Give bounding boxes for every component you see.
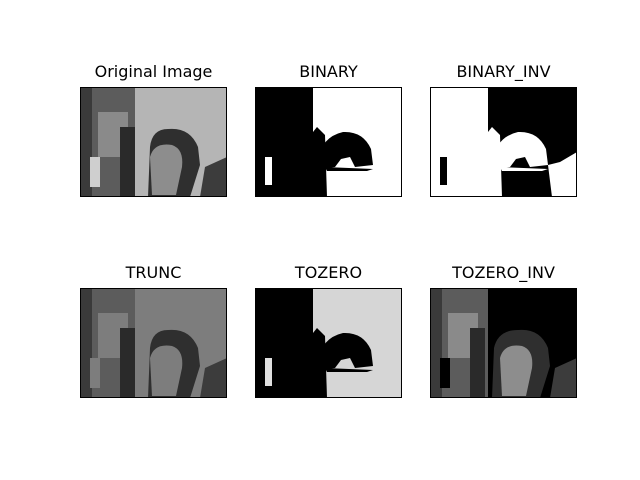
subplot-trunc: TRUNC bbox=[80, 263, 227, 398]
subplot-title: TOZERO bbox=[294, 263, 363, 282]
original-image bbox=[80, 87, 227, 197]
subplot-title: BINARY_INV bbox=[456, 62, 551, 81]
subplot-tozero: TOZERO bbox=[255, 263, 402, 398]
subplot-title: TRUNC bbox=[125, 263, 182, 282]
binary-image bbox=[255, 87, 402, 197]
subplot-tozero-inv: TOZERO_INV bbox=[430, 263, 577, 398]
binary-inv-image bbox=[430, 87, 577, 197]
subplot-binary: BINARY bbox=[255, 62, 402, 197]
tozero-image bbox=[255, 288, 402, 398]
trunc-image bbox=[80, 288, 227, 398]
subplot-title: Original Image bbox=[94, 62, 213, 81]
subplot-original-image: Original Image bbox=[80, 62, 227, 197]
subplot-title: TOZERO_INV bbox=[452, 263, 555, 282]
subplot-title: BINARY bbox=[299, 62, 358, 81]
subplot-binary-inv: BINARY_INV bbox=[430, 62, 577, 197]
tozero-inv-image bbox=[430, 288, 577, 398]
